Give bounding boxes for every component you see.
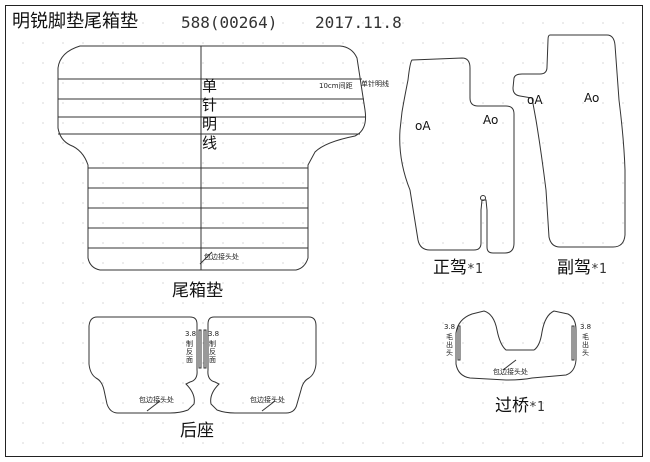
- trunk-seam-arrow: [199, 251, 213, 265]
- part-code: 588(00264): [181, 13, 278, 32]
- bridge-right-size: 3.8: [580, 323, 592, 331]
- bridge-seam-note: 包边接头处: [493, 368, 528, 376]
- trunk-seam-note: 包边接头处: [204, 253, 239, 261]
- rear-right-note: 制反面: [209, 340, 216, 364]
- bridge-label-text: 过桥: [495, 396, 529, 416]
- bridge-note-bar-left: [457, 325, 461, 361]
- passenger-mat-outline: [512, 34, 626, 248]
- passenger-count: *1: [591, 262, 607, 277]
- rear-left-size: 3.8: [185, 330, 197, 338]
- driver-label-text: 正驾: [433, 258, 467, 278]
- rear-note-bar-left: [198, 329, 202, 369]
- passenger-mark-left: oA: [527, 94, 543, 106]
- trunk-spacing-note: 10cm间距: [319, 82, 353, 90]
- bridge-mat-outline: [455, 310, 577, 381]
- passenger-mark-right: Ao: [584, 92, 599, 104]
- rear-note-bar-right: [203, 329, 207, 369]
- bridge-left-size: 3.8: [444, 323, 456, 331]
- driver-mark-circle-icon: o: [491, 113, 499, 127]
- passenger-mark-circle-icon: o: [592, 91, 600, 105]
- driver-mark-letter: A: [422, 119, 431, 133]
- rear-seat-right-outline: [207, 316, 317, 414]
- driver-mark-left: oA: [415, 120, 431, 132]
- driver-mark-right: Ao: [483, 114, 498, 126]
- passenger-label: 副驾*1: [557, 260, 607, 277]
- trunk-vertical-note: 单针明线: [202, 77, 218, 152]
- bridge-count: *1: [529, 400, 545, 415]
- driver-label: 正驾*1: [433, 260, 483, 277]
- rear-seam-note-left: 包边接头处: [139, 396, 174, 404]
- bridge-right-note: 毛出头: [582, 333, 589, 357]
- trunk-stitch-note: 单针明线: [361, 80, 389, 88]
- rear-seam-note-right: 包边接头处: [250, 396, 285, 404]
- bridge-label: 过桥*1: [495, 398, 545, 415]
- passenger-label-text: 副驾: [557, 258, 591, 278]
- bridge-note-bar-right: [571, 325, 575, 361]
- bridge-left-note: 毛出头: [446, 333, 453, 357]
- rear-seat-left-outline: [88, 316, 198, 414]
- driver-count: *1: [467, 262, 483, 277]
- driver-mark-letter: A: [483, 113, 491, 127]
- driver-mat-outline: [399, 57, 515, 254]
- drawing-date: 2017.11.8: [315, 13, 402, 32]
- passenger-mark-circle-icon: o: [527, 93, 535, 107]
- drawing-frame: [5, 5, 643, 457]
- bridge-seam-arrow: [502, 359, 517, 371]
- rear-label: 后座: [180, 421, 214, 441]
- rear-seam-arrow-right: [261, 400, 276, 412]
- passenger-mark-letter: A: [584, 91, 592, 105]
- rear-seam-arrow-left: [146, 400, 161, 412]
- driver-mark-circle-icon: o: [415, 119, 423, 133]
- passenger-mark-letter: A: [534, 93, 543, 107]
- driver-fastener-hole: [480, 195, 486, 201]
- rear-right-size: 3.8: [208, 330, 220, 338]
- drawing-title: 明锐脚垫尾箱垫: [12, 11, 138, 32]
- trunk-label: 尾箱垫: [172, 281, 223, 301]
- rear-left-note: 制反面: [186, 340, 193, 364]
